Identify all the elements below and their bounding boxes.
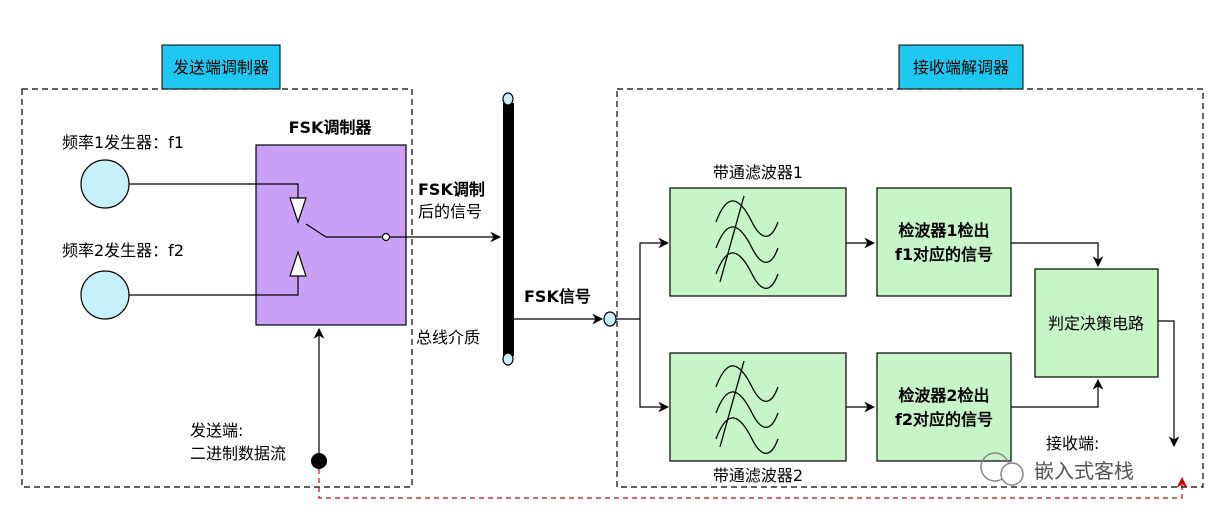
bpf2-box (669, 352, 847, 462)
receiver-title-box (898, 44, 1024, 90)
decision-output-arrow (1158, 320, 1180, 448)
bus-medium (503, 103, 514, 356)
gen1-label: 频率1发生器：f1 (62, 133, 184, 152)
fsk-signal-label: FSK信号 (524, 287, 591, 306)
signal-label-line1: FSK调制 (418, 180, 485, 199)
wechat-icon-bubble (1000, 462, 1024, 486)
switch-output-node (381, 232, 391, 242)
detector1-line2: f1对应的信号 (895, 245, 993, 264)
signal-label-line2: 后的信号 (418, 202, 482, 221)
gen1-circle (80, 159, 130, 209)
detector2-line1: 检波器2检出 (898, 386, 989, 405)
modulator-label: FSK调制器 (289, 118, 373, 137)
bpf2-wave-icon (715, 360, 779, 454)
gen2-circle (80, 270, 130, 320)
gen2-label: 频率2发生器：f2 (62, 241, 184, 260)
data-feedback-line (318, 469, 1188, 499)
switch-lever (305, 223, 327, 238)
watermark-text: 嵌入式客栈 (1034, 459, 1134, 483)
data-source-line2: 二进制数据流 (190, 444, 286, 463)
receiver-output-label: 接收端: (1046, 434, 1099, 453)
decision-circuit-box (1034, 268, 1159, 378)
switch-contact-1 (289, 197, 307, 224)
decision-label: 判定决策电路 (1048, 314, 1144, 333)
sender-title: 发送端调制器 (173, 58, 269, 77)
bpf1-box (669, 187, 847, 297)
detector2-line2: f2对应的信号 (895, 410, 993, 429)
gen2-wire (129, 276, 299, 296)
bpf1-wave-icon (715, 195, 779, 289)
data-source-line1: 发送端: (190, 421, 243, 440)
bpf2-label: 带通滤波器2 (713, 466, 803, 485)
det1-to-decision (1011, 242, 1104, 268)
data-source-node (311, 453, 327, 469)
bus-bottom-cap (502, 352, 514, 366)
watermark: 嵌入式客栈 (980, 452, 1134, 486)
split-to-bpf2 (639, 319, 670, 413)
gen1-wire (129, 183, 299, 198)
switch-contact-2 (289, 250, 307, 277)
det2-to-decision (1011, 378, 1104, 408)
split-to-bpf1 (639, 237, 670, 319)
receiver-input-node (603, 311, 617, 327)
sender-title-box (161, 44, 281, 90)
receiver-title: 接收端解调器 (913, 58, 1009, 77)
detector1-line1: 检波器1检出 (898, 221, 989, 240)
bus-top-cap (502, 92, 514, 106)
detector1-box (876, 187, 1012, 297)
detector2-box (876, 352, 1012, 462)
bus-medium-label: 总线介质 (416, 328, 480, 347)
bpf1-label: 带通滤波器1 (713, 163, 803, 182)
